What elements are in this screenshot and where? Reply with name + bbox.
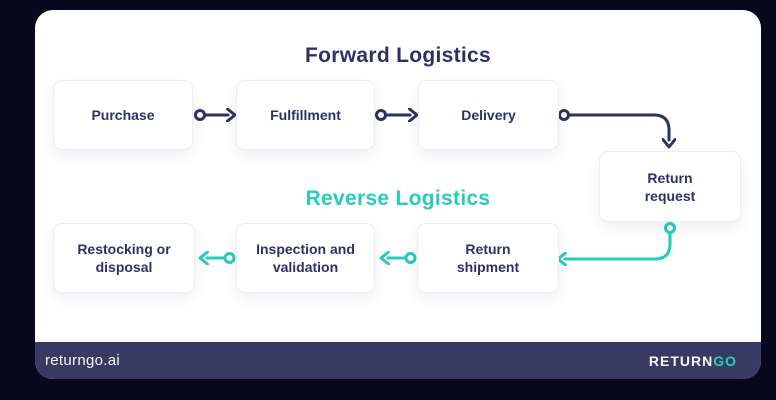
node-return-request: Return request bbox=[599, 151, 741, 222]
node-delivery-label: Delivery bbox=[461, 107, 516, 123]
node-purchase: Purchase bbox=[53, 80, 193, 150]
arrow-purchase-to-fulfillment bbox=[194, 111, 229, 120]
arrow-return-shipment-to-inspection bbox=[388, 254, 417, 263]
reverse-logistics-title: Reverse Logistics bbox=[305, 187, 491, 210]
arrow-inspection-to-restocking bbox=[207, 254, 236, 263]
diagram-card: Forward Logistics Reverse Logistics bbox=[35, 10, 761, 379]
node-fulfillment-label: Fulfillment bbox=[270, 107, 341, 123]
arrow-fulfillment-to-delivery bbox=[375, 111, 411, 120]
brand-return-text: RETURN bbox=[648, 352, 714, 369]
footer-bar: returngo.ai RETURNGO bbox=[35, 342, 761, 379]
forward-logistics-title: Forward Logistics bbox=[305, 44, 491, 67]
node-delivery: Delivery bbox=[418, 80, 559, 150]
node-restocking-disposal: Restocking or disposal bbox=[53, 223, 195, 293]
node-purchase-label: Purchase bbox=[91, 107, 155, 123]
node-return-shipment-label: Return shipment bbox=[456, 241, 520, 275]
node-inspection-validation-label: Inspection and validation bbox=[256, 241, 355, 275]
brand-logo: RETURNGO bbox=[649, 353, 737, 369]
arrow-delivery-to-return-request bbox=[558, 109, 670, 141]
node-return-shipment: Return shipment bbox=[417, 223, 559, 293]
website-text: returngo.ai bbox=[45, 352, 121, 369]
arrow-return-request-to-return-shipment bbox=[565, 222, 676, 260]
node-return-request-label: Return request bbox=[644, 169, 696, 204]
brand-go-text: GO bbox=[713, 352, 737, 369]
node-restocking-disposal-label: Restocking or disposal bbox=[77, 241, 171, 275]
node-inspection-validation: Inspection and validation bbox=[236, 223, 375, 293]
node-fulfillment: Fulfillment bbox=[236, 80, 375, 150]
